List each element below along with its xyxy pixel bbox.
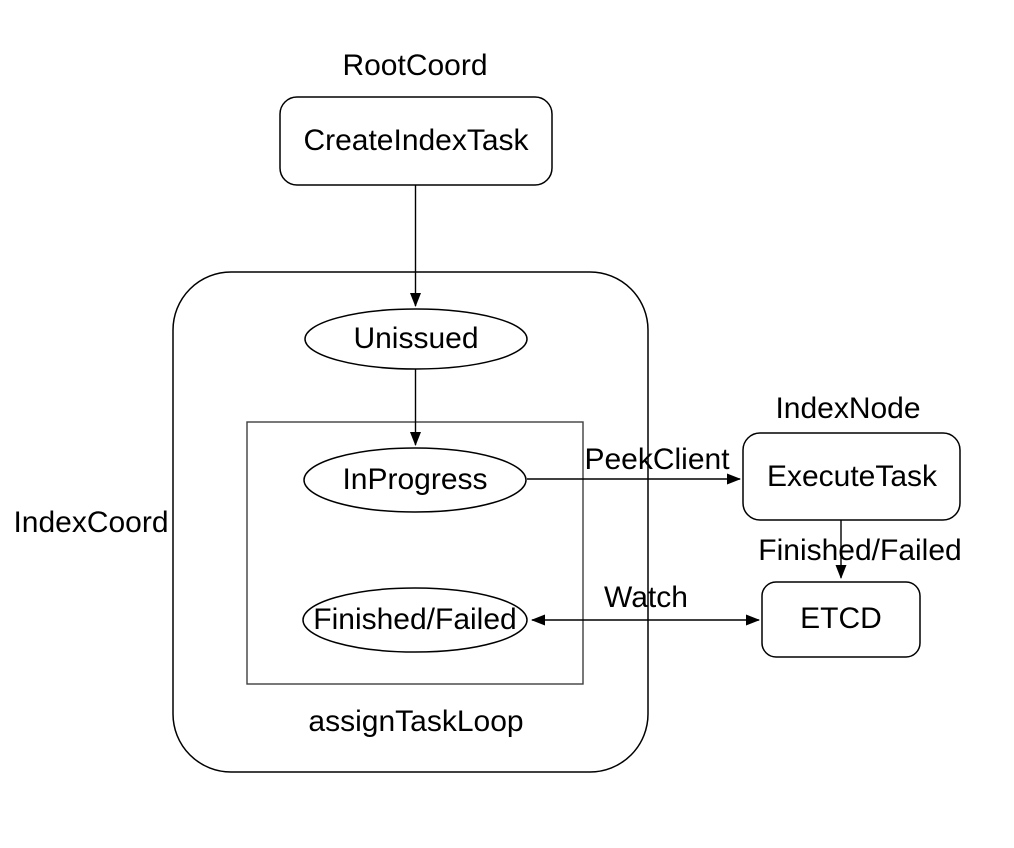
etcd-box [761, 581, 921, 658]
index-node-group-label: IndexNode [775, 391, 921, 425]
finished-failed-state-label: Finished/Failed [313, 602, 517, 636]
unissued-label: Unissued [353, 321, 479, 355]
index-coord-group-label: IndexCoord [13, 505, 169, 539]
create-index-task-label: CreateIndexTask [303, 123, 529, 157]
etcd-label: ETCD [800, 601, 882, 635]
watch-edge-label: Watch [604, 580, 688, 614]
in-progress-label: InProgress [342, 462, 488, 496]
assign-task-loop-label: assignTaskLoop [308, 704, 524, 738]
finished-failed-ellipse [302, 587, 528, 653]
execute-task-box [742, 432, 961, 521]
execute-task-label: ExecuteTask [766, 459, 938, 493]
peek-client-edge-label: PeekClient [584, 442, 730, 476]
root-coord-group-label: RootCoord [342, 48, 488, 82]
finished-failed-edge-label: Finished/Failed [758, 533, 962, 567]
in-progress-ellipse [303, 447, 527, 513]
